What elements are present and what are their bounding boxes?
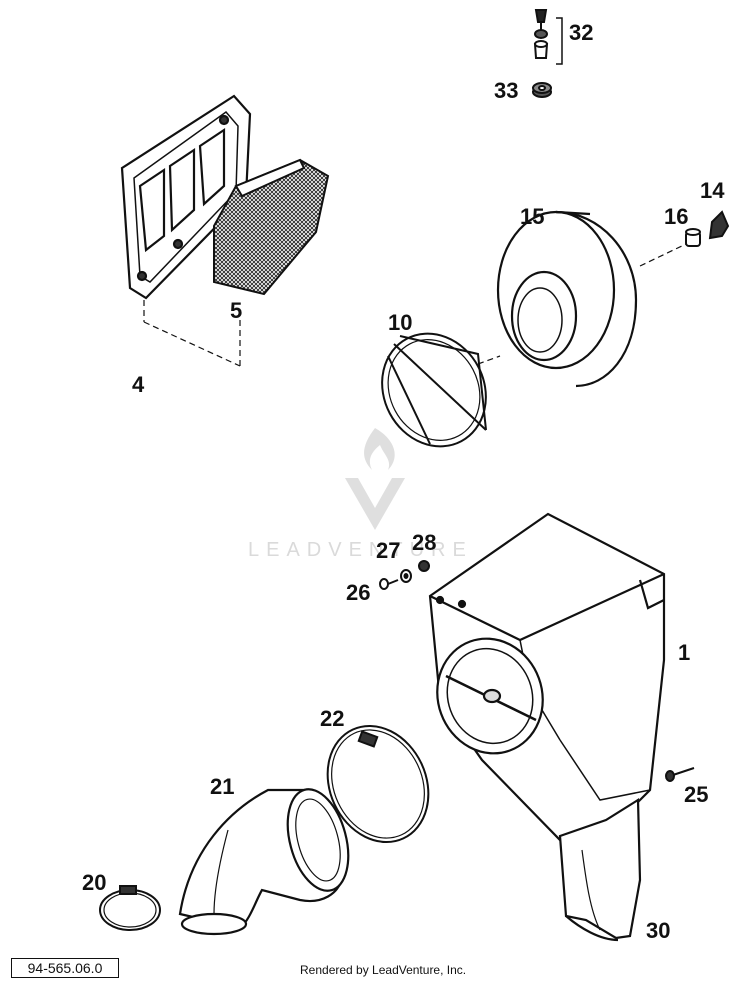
- part-label-22: 22: [320, 706, 344, 731]
- part-label-1: 1: [678, 640, 690, 665]
- part-21-intake-boot: [178, 788, 350, 936]
- leader-line-10: [477, 355, 501, 365]
- part-label-21: 21: [210, 774, 234, 799]
- part-label-5: 5: [230, 298, 242, 323]
- part-10-filter-cage: [381, 332, 487, 448]
- part-label-32: 32: [569, 20, 593, 45]
- part-28-nut: [418, 560, 430, 572]
- part-15-round-filter: [496, 210, 638, 388]
- part-label-26: 26: [346, 580, 370, 605]
- part-22-hose-clamp: [326, 724, 430, 844]
- watermark-text: LEADVENTURE: [248, 539, 473, 561]
- part-5-filter-element: [213, 158, 330, 296]
- diagram-reference-number: 94-565.06.0: [11, 958, 119, 978]
- part-20-small-clamp: [99, 885, 161, 931]
- part-30-intake-tube: [558, 798, 642, 942]
- part-1-air-box: [428, 512, 666, 842]
- part-27-washer: [400, 569, 412, 583]
- part-label-14: 14: [700, 178, 725, 203]
- part-label-27: 27: [376, 538, 400, 563]
- part-33-nut: [532, 82, 552, 98]
- part-32-screw-grommet: [533, 9, 563, 65]
- part-26-bolt: [379, 578, 399, 590]
- watermark-v-icon: [345, 478, 405, 530]
- part-label-33: 33: [494, 78, 518, 103]
- part-label-15: 15: [520, 204, 544, 229]
- part-label-30: 30: [646, 918, 670, 943]
- part-label-28: 28: [412, 530, 436, 555]
- leader-line-4b: [143, 321, 241, 367]
- part-label-10: 10: [388, 310, 412, 335]
- part-25-screw: [665, 767, 695, 782]
- part-label-20: 20: [82, 870, 106, 895]
- part-label-4: 4: [132, 372, 145, 397]
- part-label-25: 25: [684, 782, 708, 807]
- render-credit: Rendered by LeadVenture, Inc.: [300, 963, 467, 977]
- part-14-wing-nut: [708, 210, 730, 240]
- watermark: LEADVENTURE: [248, 428, 473, 561]
- part-label-16: 16: [664, 204, 688, 229]
- part-16-spacer: [685, 228, 701, 247]
- leader-line-16: [639, 243, 687, 267]
- part-4-filter-frame: [120, 94, 252, 300]
- watermark-flame-icon: [364, 428, 395, 470]
